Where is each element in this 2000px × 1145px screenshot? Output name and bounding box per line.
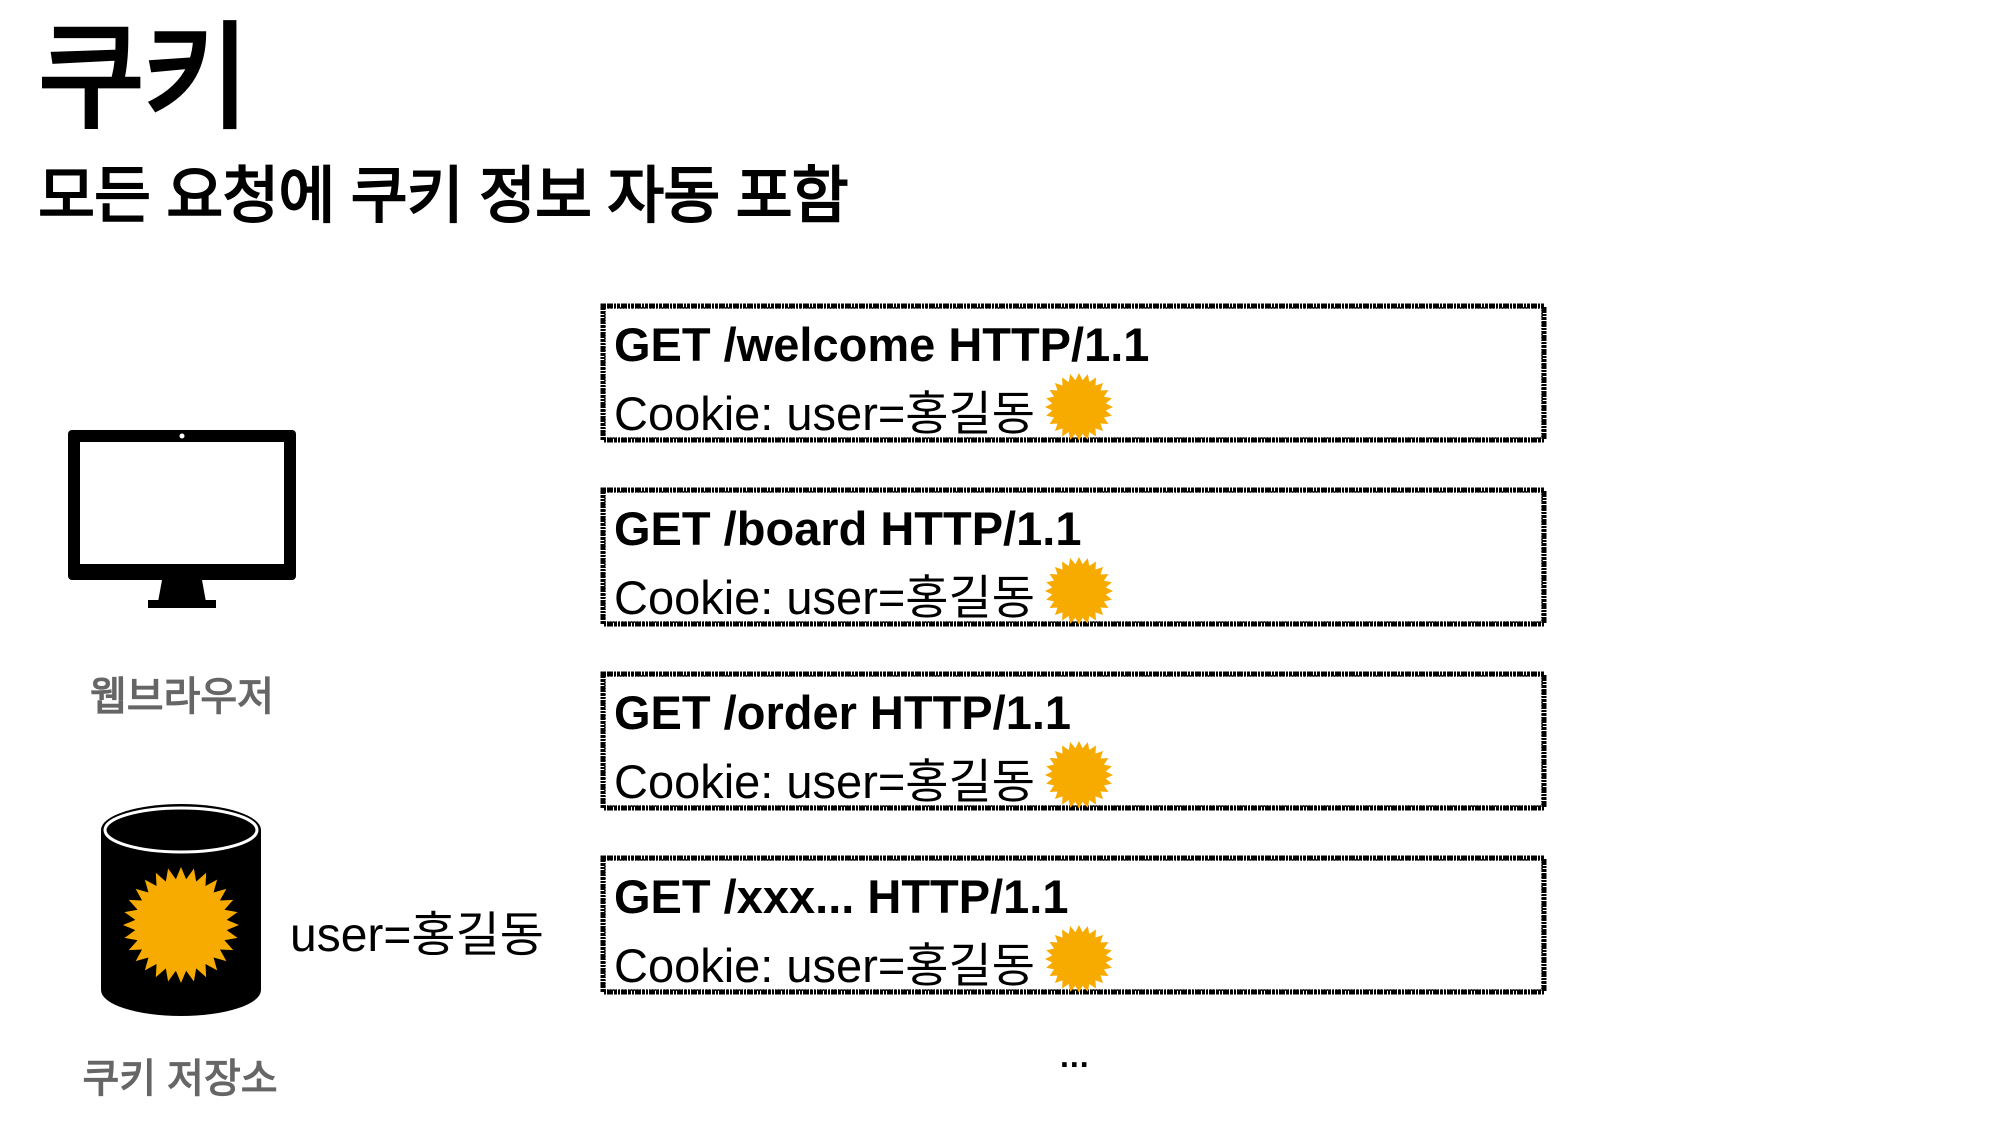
monitor-icon — [68, 430, 296, 608]
request-line: GET /board HTTP/1.1 — [614, 502, 1082, 555]
request-line: GET /welcome HTTP/1.1 — [614, 318, 1150, 371]
cookie-header: Cookie: user=홍길동 — [614, 925, 1115, 995]
request-box: GET /board HTTP/1.1 Cookie: user=홍길동 — [600, 487, 1547, 627]
browser-label: 웹브라우저 — [90, 675, 274, 719]
storage-label: 쿠키 저장소 — [82, 1057, 278, 1101]
request-box: GET /order HTTP/1.1 Cookie: user=홍길동 — [600, 671, 1547, 811]
stored-cookie-value: user=홍길동 — [290, 909, 544, 962]
page-subtitle: 모든 요청에 쿠키 정보 자동 포함 — [38, 162, 849, 231]
request-box: GET /welcome HTTP/1.1 Cookie: user=홍길동 — [600, 303, 1547, 443]
cookie-header: Cookie: user=홍길동 — [614, 557, 1115, 627]
request-box: GET /xxx... HTTP/1.1 Cookie: user=홍길동 — [600, 855, 1547, 995]
page-title: 쿠키 — [38, 13, 249, 143]
cookie-header-text: Cookie: user=홍길동 — [614, 754, 1036, 808]
request-line: GET /order HTTP/1.1 — [614, 686, 1072, 739]
cookie-header-text: Cookie: user=홍길동 — [614, 938, 1036, 992]
cookie-header-text: Cookie: user=홍길동 — [614, 386, 1036, 440]
more-requests-ellipsis: ... — [1060, 1038, 1090, 1074]
cookie-icon — [1045, 373, 1114, 441]
cookie-icon — [1045, 925, 1114, 993]
cookie-icon — [1045, 741, 1114, 809]
cookie-header: Cookie: user=홍길동 — [614, 741, 1115, 811]
database-icon — [101, 804, 261, 1016]
cookie-header-text: Cookie: user=홍길동 — [614, 570, 1036, 624]
cookie-icon — [1045, 557, 1114, 625]
request-line: GET /xxx... HTTP/1.1 — [614, 870, 1069, 923]
cookie-icon — [123, 867, 239, 983]
cookie-header: Cookie: user=홍길동 — [614, 373, 1115, 443]
